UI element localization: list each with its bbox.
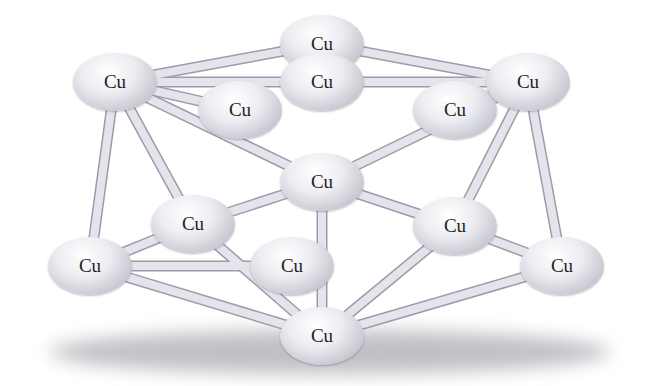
copper-atom: Cu [48,237,132,295]
bond-outline [94,109,112,240]
atom-label: Cu [104,71,126,93]
copper-atom: Cu [486,53,570,111]
bond-stick [94,109,112,240]
atom-label: Cu [517,71,539,93]
copper-atom: Cu [413,197,497,255]
copper-atom: Cu [520,237,604,295]
bond-outline [228,193,287,212]
copper-atom: Cu [73,53,157,111]
bond-stick [357,194,420,215]
atom-label: Cu [311,71,333,93]
bond-outline [359,51,490,75]
atom-label: Cu [311,171,333,193]
bond-outline [357,194,420,215]
copper-atom: Cu [280,53,364,111]
copper-atom: Cu [280,307,364,365]
copper-atom: Cu [413,81,497,139]
bond-stick [129,107,180,199]
atom-label: Cu [551,255,573,277]
bond-stick [359,51,490,75]
bond-stick [123,238,159,253]
atom-label: Cu [311,325,333,347]
bond-outline [533,108,557,239]
atom-label: Cu [182,213,204,235]
bond-stick [533,108,557,239]
atom-label: Cu [311,33,333,55]
bond-outline [129,107,180,199]
bond-outline [489,239,528,254]
atom-label: Cu [444,215,466,237]
atom-label: Cu [229,99,251,121]
copper-atom: Cu [250,237,334,295]
bond-stick [228,193,287,212]
bond-stick [129,262,254,270]
copper-atom: Cu [280,153,364,211]
bond-outline [123,238,159,253]
atom-label: Cu [444,99,466,121]
bond-outline [129,261,254,272]
atom-label: Cu [79,255,101,277]
copper-atom: Cu [198,81,282,139]
bond-outline [152,51,284,75]
copper-atom: Cu [151,195,235,253]
bond-stick [152,51,284,75]
bond-stick [358,276,527,325]
atom-label: Cu [281,255,303,277]
bond-stick [489,239,528,254]
